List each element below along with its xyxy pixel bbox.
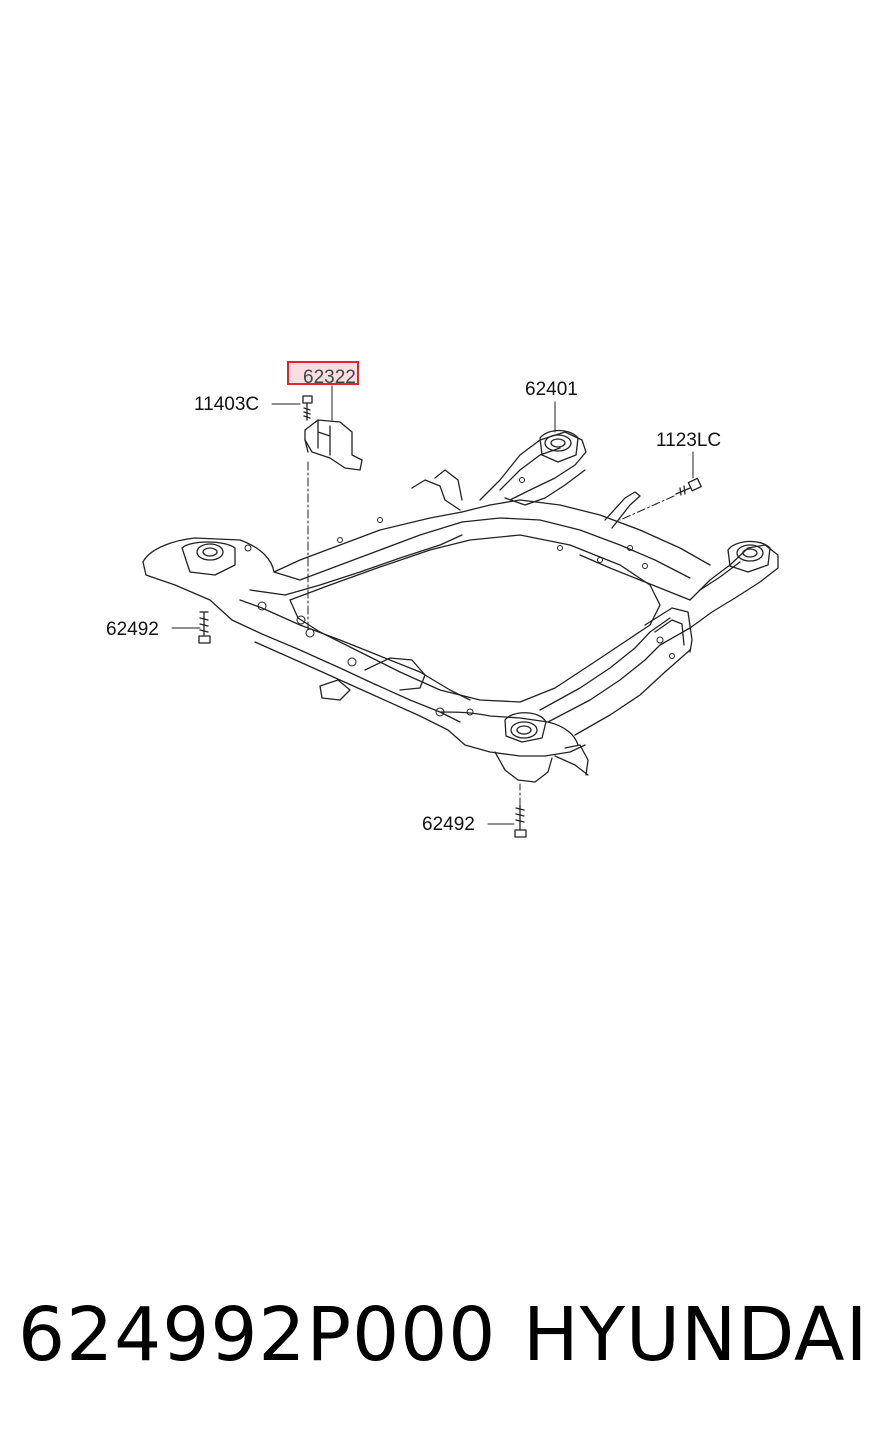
callout-11403c[interactable]: 11403C [194,394,260,415]
bolt-62492-bottom [514,804,527,838]
callout-1123lc[interactable]: 1123LC [656,430,722,451]
bushing-left [196,543,224,561]
part-number: 624992P000 [18,1292,497,1378]
brand-name: HYUNDAI [523,1292,869,1378]
callout-62492-bottom[interactable]: 62492 [422,814,475,835]
crossmember-drawing [142,385,779,838]
bolt-holes [244,477,675,717]
bushing-right [736,544,764,562]
highlight-box [287,361,359,385]
bolt-62492-left [198,611,211,644]
callout-62492-left[interactable]: 62492 [106,619,159,640]
bushing-bottom [510,721,538,739]
callout-62401[interactable]: 62401 [525,379,578,400]
bolt-1123lc [675,477,702,496]
footer: 624992P000 HYUNDAI [18,1298,878,1408]
callout-62322[interactable]: 62322 [303,367,356,388]
mount-bushings [196,434,764,739]
bushing-upper [544,434,572,452]
leader-lines [171,385,694,825]
parts-diagram [142,385,779,838]
bolt-11403c [302,395,313,421]
insulator-bracket [304,419,363,471]
crossmember-outline [142,429,779,783]
